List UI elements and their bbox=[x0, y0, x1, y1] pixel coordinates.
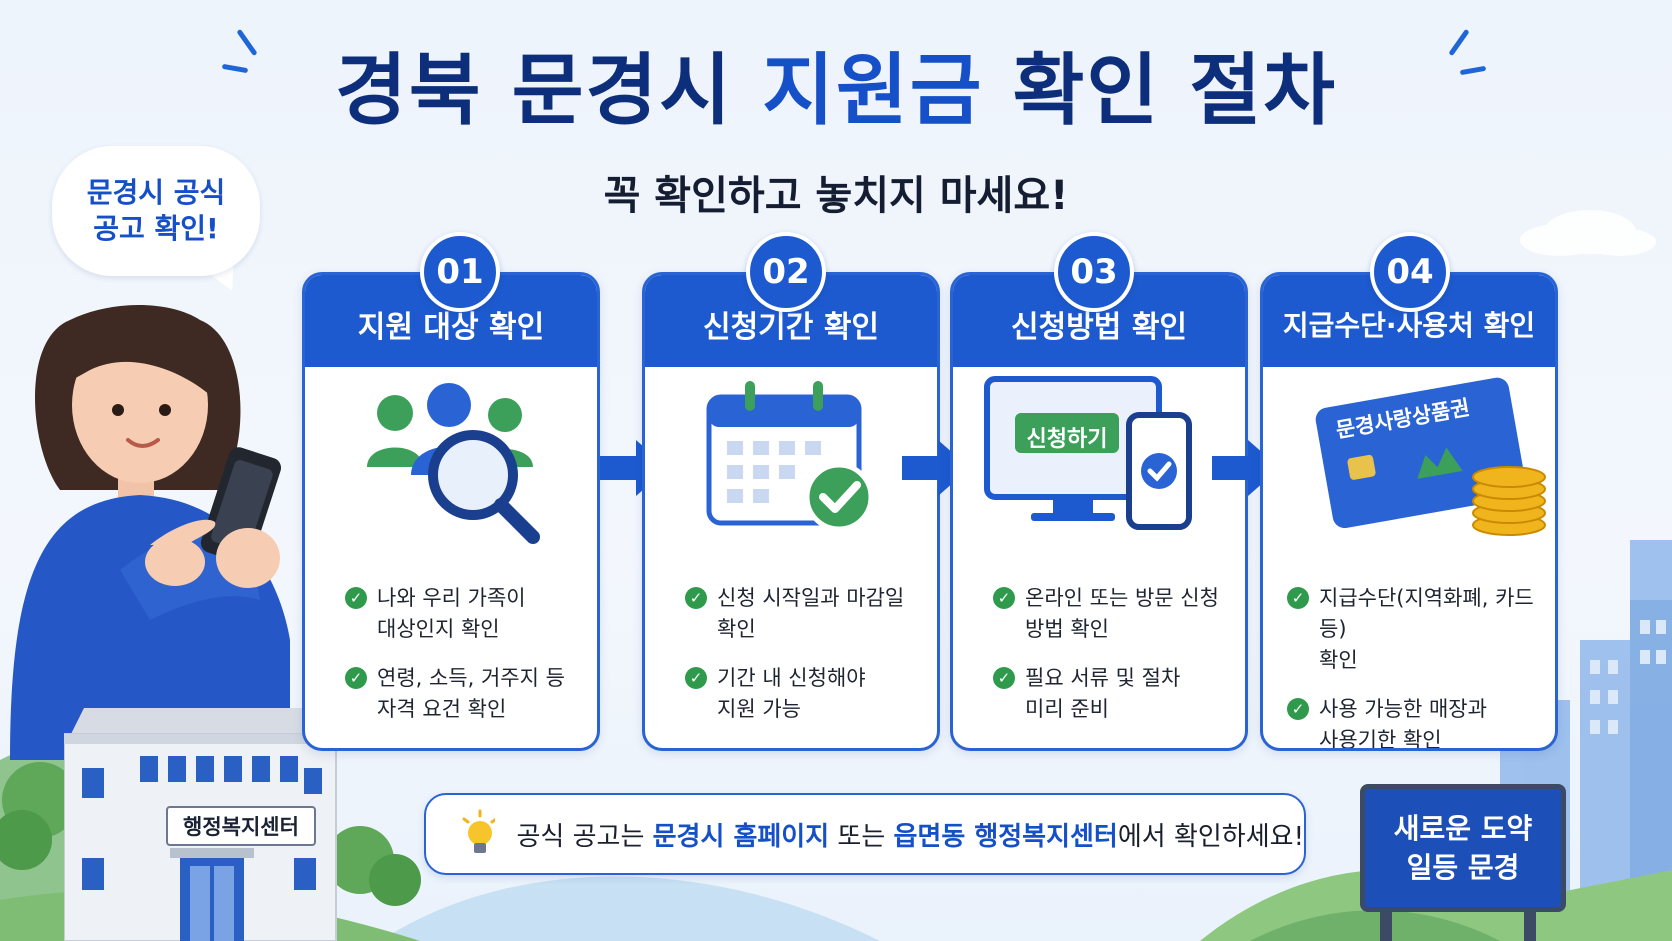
list-item: ✓온라인 또는 방문 신청 방법 확인 bbox=[993, 583, 1235, 645]
check-icon: ✓ bbox=[685, 667, 707, 689]
check-icon: ✓ bbox=[1287, 698, 1309, 720]
monitor-phone-icon bbox=[984, 376, 1192, 530]
list-item: ✓기간 내 신청해야 지원 가능 bbox=[685, 663, 927, 725]
step-card-title: 지원 대상 확인 bbox=[305, 275, 597, 367]
speech-bubble: 문경시 공식 공고 확인! bbox=[52, 146, 260, 276]
sign-line: 일등 문경 bbox=[1406, 851, 1520, 884]
step-number-badge: 04 bbox=[1370, 232, 1450, 312]
city-slogan-sign: 새로운 도약 일등 문경 bbox=[1360, 784, 1566, 912]
page-title: 경북 문경시 지원금 확인 절차 bbox=[335, 46, 1337, 136]
page-subtitle: 꼭 확인하고 놓치지 마세요! bbox=[603, 173, 1069, 219]
step-card-title: 신청방법 확인 bbox=[953, 275, 1245, 367]
check-icon: ✓ bbox=[345, 667, 367, 689]
building-name-sign: 행정복지센터 bbox=[166, 806, 316, 846]
list-item: ✓사용 가능한 매장과 사용기한 확인 bbox=[1287, 694, 1545, 748]
list-item: ✓필요 서류 및 절차 미리 준비 bbox=[993, 663, 1235, 725]
step-number-badge: 02 bbox=[746, 232, 826, 312]
woman-with-phone-illustration bbox=[10, 305, 290, 760]
step-checklist: ✓온라인 또는 방문 신청 방법 확인 ✓필요 서류 및 절차 미리 준비 bbox=[993, 583, 1235, 743]
list-item: ✓연령, 소득, 거주지 등 자격 요건 확인 bbox=[345, 663, 587, 725]
check-icon: ✓ bbox=[993, 587, 1015, 609]
official-notice-banner: 공식 공고는 문경시 홈페이지 또는 읍면동 행정복지센터에서 확인하세요! bbox=[424, 793, 1306, 875]
list-item: ✓지급수단(지역화폐, 카드 등) 확인 bbox=[1287, 583, 1545, 676]
list-item: ✓나와 우리 가족이 대상인지 확인 bbox=[345, 583, 587, 645]
step-number-badge: 03 bbox=[1054, 232, 1134, 312]
people-search-icon bbox=[367, 383, 540, 544]
lightbulb-icon bbox=[462, 809, 495, 853]
check-icon: ✓ bbox=[345, 587, 367, 609]
check-icon: ✓ bbox=[685, 587, 707, 609]
sign-line: 새로운 도약 bbox=[1393, 811, 1533, 845]
step-checklist: ✓지급수단(지역화폐, 카드 등) 확인 ✓사용 가능한 매장과 사용기한 확인 bbox=[1287, 583, 1545, 748]
check-icon: ✓ bbox=[993, 667, 1015, 689]
step-card-eligibility: 지원 대상 확인 ✓나와 우리 가족이 대상인지 확인 ✓연령, 소득, 거주지… bbox=[302, 272, 600, 751]
gift-card-coins-icon bbox=[1315, 377, 1546, 536]
step-checklist: ✓나와 우리 가족이 대상인지 확인 ✓연령, 소득, 거주지 등 자격 요건 … bbox=[345, 583, 587, 743]
check-icon: ✓ bbox=[1287, 587, 1309, 609]
step-card-method: 신청방법 확인 신청하기 ✓온라인 또는 방문 신청 방법 확인 ✓필요 서류 … bbox=[950, 272, 1248, 751]
apply-button-illustration: 신청하기 bbox=[1026, 427, 1108, 452]
calendar-check-icon bbox=[706, 381, 874, 532]
step-card-payment: 지급수단·사용처 확인 문경사랑상품권 ✓지급수단(지역화폐, 카드 등) 확인… bbox=[1260, 272, 1558, 751]
bubble-line: 문경시 공식 bbox=[86, 175, 226, 209]
notice-text: 공식 공고는 문경시 홈페이지 또는 읍면동 행정복지센터에서 확인하세요! bbox=[516, 821, 1305, 852]
bubble-line: 공고 확인! bbox=[93, 212, 219, 245]
step-card-period: 신청기간 확인 ✓신청 시작일과 마감일 확인 ✓기간 내 신청해야 지원 가능 bbox=[642, 272, 940, 751]
step-number-badge: 01 bbox=[420, 232, 500, 312]
step-checklist: ✓신청 시작일과 마감일 확인 ✓기간 내 신청해야 지원 가능 bbox=[685, 583, 927, 743]
list-item: ✓신청 시작일과 마감일 확인 bbox=[685, 583, 927, 645]
